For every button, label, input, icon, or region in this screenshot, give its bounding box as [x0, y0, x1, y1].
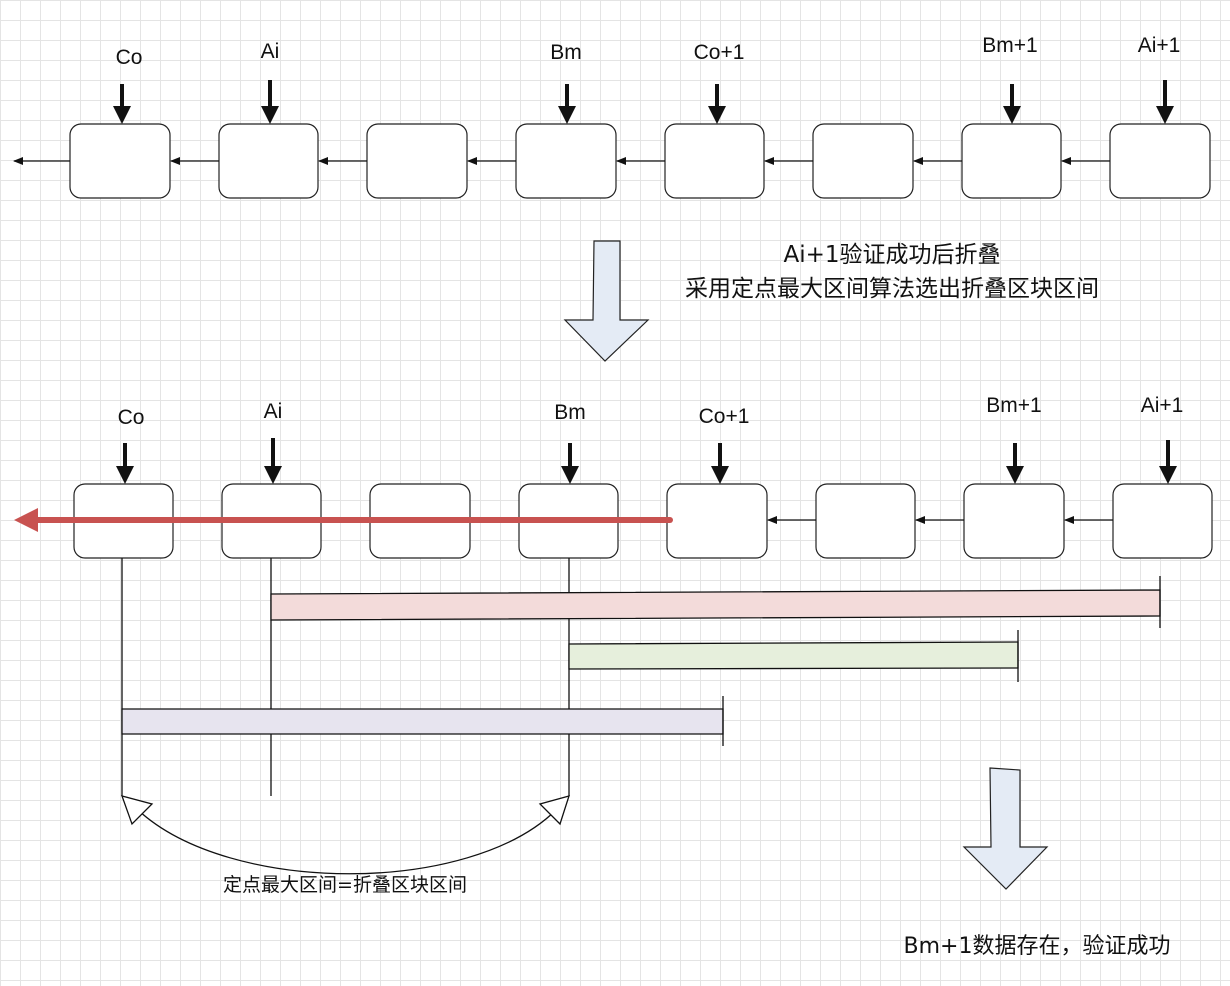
top-chain — [13, 123, 1211, 199]
top-pointer-arrows — [113, 80, 1174, 124]
folded-chain-arrow — [14, 508, 673, 532]
top-block-3 — [366, 123, 468, 199]
top-pointer-ai1 — [1156, 80, 1174, 124]
fold-down-arrow — [563, 240, 650, 362]
bottom-pointer-arrows — [116, 438, 1177, 484]
bottom-pointer-co1 — [711, 443, 729, 484]
top-pointer-co — [113, 84, 131, 124]
bottom-pointer-bm — [561, 443, 579, 484]
bottom-label-co: Co — [118, 406, 145, 429]
bottom-pointer-ai1 — [1159, 440, 1177, 484]
top-pointer-co1 — [708, 84, 726, 124]
fold-caption-line2: 采用定点最大区间算法选出折叠区块区间 — [685, 276, 1099, 302]
curve-arrowhead-right — [538, 795, 570, 826]
top-label-ai1: Ai+1 — [1138, 34, 1181, 57]
bottom-label-ai: Ai — [264, 400, 283, 423]
bottom-block-7 — [963, 483, 1065, 559]
bottom-pointer-ai — [264, 438, 282, 484]
top-label-ai: Ai — [261, 40, 280, 63]
top-block-6 — [812, 123, 914, 199]
interval-caption: 定点最大区间=折叠区块区间 — [223, 874, 467, 896]
bottom-label-bm1: Bm+1 — [986, 394, 1041, 417]
top-pointer-bm — [558, 84, 576, 124]
fold-caption-line1: Ai+1验证成功后折叠 — [783, 242, 1000, 268]
bottom-label-bm: Bm — [554, 401, 586, 424]
success-caption: Bm+1数据存在，验证成功 — [904, 934, 1171, 959]
top-block-1 — [69, 123, 171, 199]
interval-bar-ai — [270, 589, 1161, 621]
top-label-bm1: Bm+1 — [982, 34, 1037, 57]
top-block-8 — [1109, 123, 1211, 199]
top-label-co1: Co+1 — [694, 41, 745, 64]
interval-curve-arrow — [120, 795, 570, 875]
top-label-bm: Bm — [550, 41, 582, 64]
curve-arrowhead-left — [120, 795, 154, 826]
bottom-label-ai1: Ai+1 — [1141, 394, 1184, 417]
bottom-pointer-bm1 — [1006, 443, 1024, 484]
bottom-block-8 — [1112, 483, 1213, 559]
interval-bars — [121, 576, 1161, 746]
bottom-pointer-co — [116, 443, 134, 484]
top-block-5 — [664, 123, 765, 199]
bottom-labels: Co Ai Bm Co+1 Bm+1 Ai+1 — [118, 394, 1184, 429]
bottom-label-co1: Co+1 — [699, 405, 750, 428]
interval-bar-bm — [568, 641, 1019, 670]
top-label-co: Co — [116, 46, 143, 69]
bottom-block-6 — [815, 483, 916, 559]
interval-bar-co — [121, 708, 724, 735]
top-labels: Co Ai Bm Co+1 Bm+1 Ai+1 — [116, 34, 1181, 69]
top-pointer-ai — [261, 80, 279, 124]
top-block-7 — [961, 123, 1062, 199]
top-block-2 — [218, 123, 319, 199]
top-pointer-bm1 — [1003, 84, 1021, 124]
success-down-arrow — [962, 767, 1049, 890]
bottom-block-5 — [666, 483, 768, 559]
top-block-4 — [515, 123, 617, 199]
